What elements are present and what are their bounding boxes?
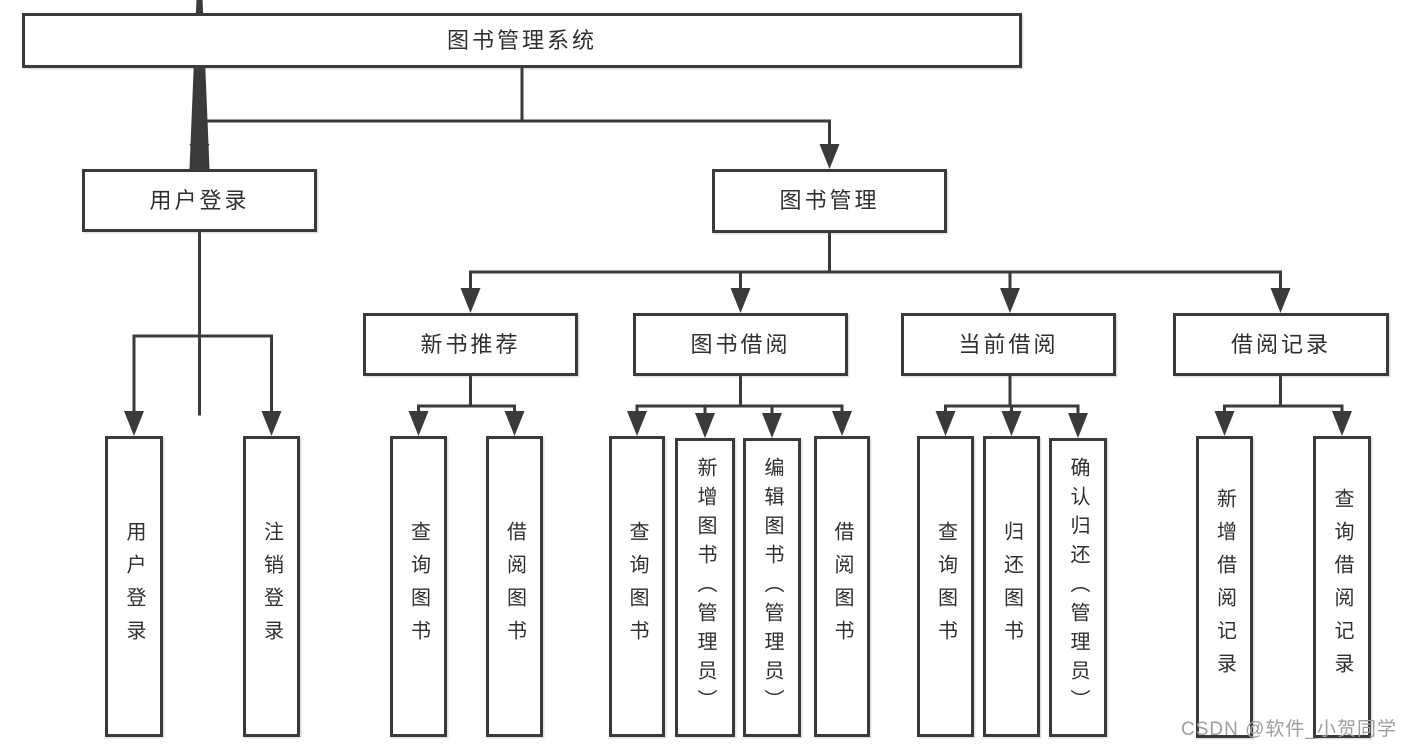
node-book-management: 图书管理 xyxy=(712,169,947,233)
leaf-query-books-current: 查询图书 xyxy=(917,436,974,737)
node-label: 查询图书 xyxy=(934,520,957,653)
node-label: 借阅记录 xyxy=(1230,331,1331,357)
node-label: 确认归还（管理员） xyxy=(1067,457,1089,718)
node-label: 新增借阅记录 xyxy=(1213,488,1236,686)
leaf-add-borrow-record: 新增借阅记录 xyxy=(1196,436,1253,738)
leaf-add-book-admin: 新增图书（管理员） xyxy=(675,438,735,737)
csdn-watermark: CSDN @软件_小贺同学 xyxy=(1181,719,1397,740)
node-label: 用户登录 xyxy=(149,187,250,213)
node-label: 查询图书 xyxy=(626,520,648,653)
node-borrow-records: 借阅记录 xyxy=(1173,313,1389,376)
connector-new-book-to-leaves xyxy=(408,374,525,436)
leaf-confirm-return-admin: 确认归还（管理员） xyxy=(1049,438,1107,737)
connector-user-login-to-leaves xyxy=(124,230,282,436)
leaf-edit-book-admin: 编辑图书（管理员） xyxy=(743,438,801,737)
node-book-borrow: 图书借阅 xyxy=(633,313,848,376)
leaf-borrow-books-recommend: 借阅图书 xyxy=(486,436,543,737)
node-label: 归还图书 xyxy=(1000,520,1023,653)
node-label: 新书推荐 xyxy=(420,331,521,357)
connector-borrow-records-to-leaves xyxy=(1214,374,1352,436)
node-label: 借阅图书 xyxy=(503,520,526,653)
connector-book-mgmt-to-level3 xyxy=(460,231,1291,313)
node-user-login: 用户登录 xyxy=(82,169,317,232)
leaf-return-book: 归还图书 xyxy=(983,436,1040,737)
node-label: 注销登录 xyxy=(260,520,283,653)
node-label: 新增图书（管理员） xyxy=(694,457,716,718)
leaf-query-books-recommend: 查询图书 xyxy=(390,436,447,737)
connector-current-borrow-to-leaves xyxy=(935,374,1088,438)
leaf-logout: 注销登录 xyxy=(243,436,300,737)
node-label: 图书借阅 xyxy=(690,331,791,357)
node-label: 查询图书 xyxy=(407,520,430,653)
connector-book-borrow-to-leaves xyxy=(627,374,852,438)
node-label: 借阅图书 xyxy=(831,520,853,653)
node-label: 编辑图书（管理员） xyxy=(761,457,783,718)
node-label: 图书管理系统 xyxy=(446,27,597,53)
node-label: 当前借阅 xyxy=(958,331,1059,357)
node-library-management-system: 图书管理系统 xyxy=(22,13,1022,68)
node-label: 查询借阅记录 xyxy=(1331,488,1353,686)
leaf-query-borrow-record: 查询借阅记录 xyxy=(1313,436,1371,738)
node-label: 用户登录 xyxy=(123,520,145,653)
leaf-query-books-borrow: 查询图书 xyxy=(609,436,665,737)
leaf-borrow-books-borrow: 借阅图书 xyxy=(814,436,870,737)
leaf-user-login: 用户登录 xyxy=(105,436,163,737)
node-new-book-recommend: 新书推荐 xyxy=(363,313,578,376)
node-label: 图书管理 xyxy=(779,188,880,213)
node-current-borrow: 当前借阅 xyxy=(901,313,1116,376)
